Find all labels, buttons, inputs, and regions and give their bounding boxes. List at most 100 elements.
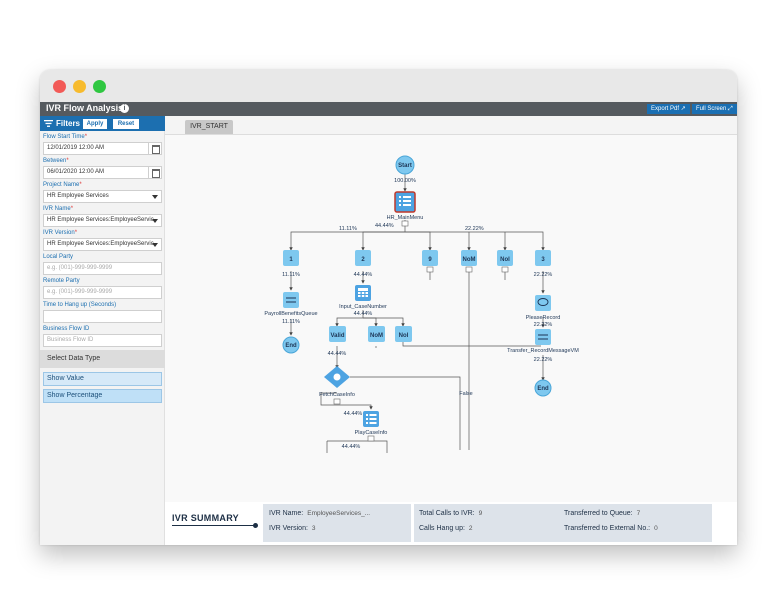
info-icon[interactable]: i <box>120 104 129 113</box>
svg-text:NoM: NoM <box>463 257 476 263</box>
main-menu-node[interactable] <box>394 191 416 213</box>
menu-list-icon <box>399 196 411 206</box>
local-party-label: Local Party <box>43 254 74 260</box>
chevron-down-icon <box>152 195 158 199</box>
noi-node-2[interactable]: NoI <box>395 326 412 342</box>
start-node[interactable]: Start <box>395 155 415 175</box>
option-3-node[interactable]: 3 <box>535 250 551 266</box>
menu-list-icon <box>366 414 377 424</box>
end-node[interactable]: End <box>282 336 300 354</box>
hangup-time-label: Time to Hang up (Seconds) <box>43 302 117 308</box>
ivr-name-select[interactable]: HR Employee Services:EmployeeServic <box>43 214 162 227</box>
export-pdf-button[interactable]: Export Pdf ↗ <box>647 104 690 114</box>
payroll-queue-node[interactable] <box>283 292 299 308</box>
start-percentage: 100.00% <box>394 178 416 184</box>
fetch-case-node[interactable] <box>324 366 350 388</box>
play-case-label: PlayCaseInfo <box>355 430 388 436</box>
reset-button[interactable]: Reset <box>113 119 139 129</box>
summary-ivr-name: IVR Name:EmployeeServices_... <box>269 510 371 517</box>
input-case-node[interactable] <box>355 285 371 301</box>
nom-node-2[interactable]: NoM <box>368 326 385 342</box>
database-icon <box>333 373 341 381</box>
summary-total-calls: Total Calls to IVR:9 <box>419 510 483 517</box>
flow-start-input[interactable]: 12/01/2019 12:00 AM <box>43 142 162 155</box>
expand-icon: ⤢ <box>728 106 733 112</box>
business-flow-label: Business Flow ID <box>43 326 90 332</box>
remote-party-input[interactable]: e.g. (001)-999-999-9999 <box>43 286 162 299</box>
option-1-node[interactable]: 1 <box>283 250 299 266</box>
close-window-button[interactable] <box>53 80 66 93</box>
option-2-node[interactable]: 2 <box>355 250 371 266</box>
project-name-select[interactable]: HR Employee Services <box>43 190 162 203</box>
filters-title: Filters <box>56 119 81 128</box>
apply-button[interactable]: Apply <box>83 119 107 129</box>
app-window: IVR Flow Analysis i Export Pdf ↗ Full Sc… <box>40 70 737 545</box>
between-input[interactable]: 06/01/2020 12:00 AM <box>43 166 162 179</box>
remote-party-label: Remote Party <box>43 278 80 284</box>
ivr-summary-bar: IVR SUMMARY IVR Name:EmployeeServices_..… <box>165 502 737 545</box>
transfer-icon <box>538 334 548 340</box>
tab-ivr-start[interactable]: IVR_START <box>185 120 233 134</box>
fetch-case-percentage: 44.44% <box>344 411 363 417</box>
summary-calls-box: Total Calls to IVR:9 Calls Hang up:2 Tra… <box>414 504 712 542</box>
ivr-version-select[interactable]: HR Employee Services:EmployeeServic <box>43 238 162 251</box>
calendar-icon[interactable] <box>148 167 161 178</box>
flow-canvas[interactable]: 11.11% 44.44% 22.22% Start 100.00% <box>165 134 737 502</box>
transfer-record-label: Transfer_RecordMessageVM <box>507 348 579 354</box>
option-nom-node[interactable]: NoM <box>461 250 477 266</box>
show-percentage-button[interactable]: Show Percentage <box>43 389 162 403</box>
transfer-record-node[interactable] <box>535 329 551 345</box>
summary-ivr-box: IVR Name:EmployeeServices_... IVR Versio… <box>263 504 411 542</box>
payroll-queue-label: PayrollBenefitsQueue <box>264 311 317 317</box>
between-label: Between* <box>43 158 69 164</box>
summary-transferred-external: Transferred to External No.:0 <box>564 525 658 532</box>
option-noi-node[interactable]: NoI <box>497 250 513 266</box>
hangup-time-input[interactable] <box>43 310 162 323</box>
expand-toggle-icon[interactable] <box>367 435 375 442</box>
svg-text:9: 9 <box>428 257 432 263</box>
play-case-node[interactable] <box>363 411 379 427</box>
please-record-node[interactable] <box>535 295 551 311</box>
valid-percentage: 44.44% <box>328 351 347 357</box>
project-name-label: Project Name* <box>43 182 82 188</box>
show-value-button[interactable]: Show Value <box>43 372 162 386</box>
calculator-icon <box>358 288 368 297</box>
speech-bubble-icon <box>537 298 549 306</box>
summary-transferred-queue: Transferred to Queue:7 <box>564 510 641 517</box>
fetch-case-label: FetchCaseInfo <box>319 392 355 398</box>
play-case-percentage: 44.44% <box>342 444 361 450</box>
maximize-window-button[interactable] <box>93 80 106 93</box>
svg-text:2: 2 <box>361 257 365 263</box>
valid-node[interactable]: Valid <box>329 326 346 342</box>
chevron-down-icon <box>152 243 158 247</box>
calendar-icon[interactable] <box>148 143 161 154</box>
business-flow-input[interactable]: Business Flow ID <box>43 334 162 347</box>
edge-label-44: 44.44% <box>375 223 394 229</box>
expand-toggle-icon[interactable] <box>465 266 473 273</box>
svg-text:Start: Start <box>398 163 412 169</box>
edge-label-11: 11.11% <box>339 226 357 232</box>
expand-toggle-icon[interactable] <box>426 266 434 273</box>
summary-ivr-version: IVR Version:3 <box>269 525 316 532</box>
false-branch-label: False <box>459 391 472 397</box>
svg-text:NoI: NoI <box>399 333 409 339</box>
external-link-icon: ↗ <box>680 106 686 112</box>
expand-toggle-icon[interactable] <box>333 398 341 405</box>
option-9-node[interactable]: 9 <box>422 250 438 266</box>
ivr-version-label: IVR Version* <box>43 230 78 236</box>
full-screen-button[interactable]: Full Screen ⤢ <box>692 104 737 114</box>
expand-toggle-icon[interactable] <box>501 266 509 273</box>
svg-text:NoM: NoM <box>370 333 383 339</box>
filter-icon <box>44 120 53 127</box>
ivr-name-label: IVR Name* <box>43 206 74 212</box>
option-3-percentage: 22.22% <box>534 272 553 278</box>
please-record-label: PleaseRecord <box>526 315 561 321</box>
svg-text:1: 1 <box>289 257 293 263</box>
local-party-input[interactable]: e.g. (001)-999-999-9999 <box>43 262 162 275</box>
filters-sidebar: Filters Apply Reset Flow Start Time* 12/… <box>40 116 165 545</box>
option-2-percentage: 44.44% <box>354 272 373 278</box>
minimize-window-button[interactable] <box>73 80 86 93</box>
end-node-2[interactable]: End <box>534 379 552 397</box>
payroll-percentage: 11.11% <box>282 319 300 325</box>
expand-toggle-icon[interactable] <box>401 220 409 227</box>
